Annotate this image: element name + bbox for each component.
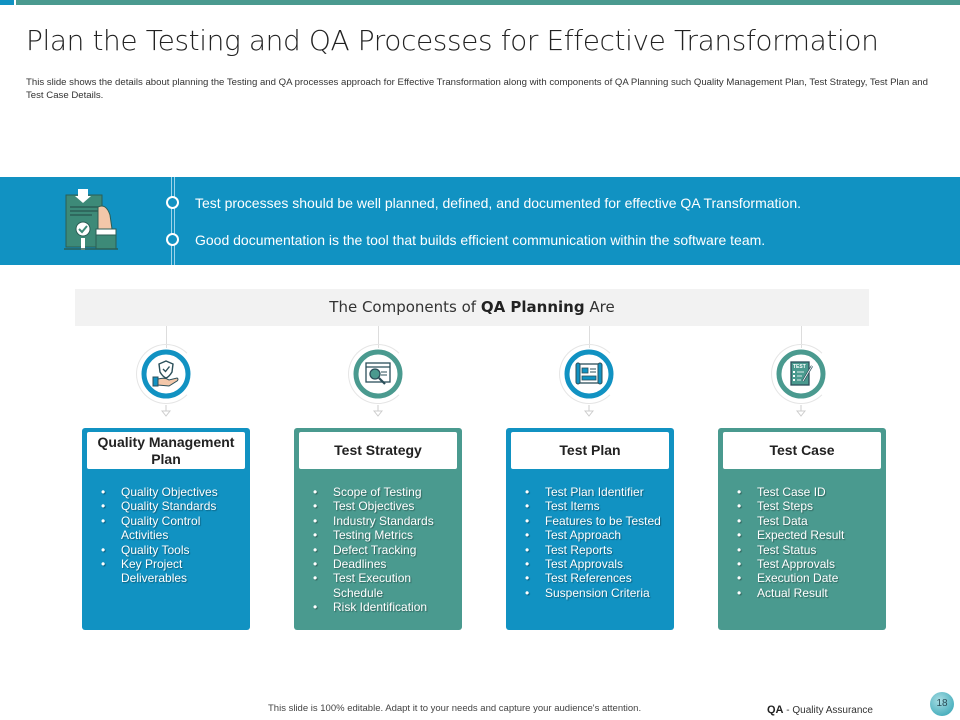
icon-halo (136, 344, 196, 404)
list-item: Actual Result (736, 586, 881, 601)
list-item: Test Case ID (736, 485, 881, 500)
connector-line (378, 326, 379, 348)
timeline-line (171, 177, 175, 265)
card-test-strategy: Test Strategy Scope of Testing Test Obje… (294, 428, 462, 630)
list-item: Test Reports (524, 543, 669, 558)
top-accent-bar (0, 0, 960, 5)
connector-line (801, 326, 802, 348)
list-item: Test Approvals (524, 557, 669, 572)
quality-management-icon-circle (141, 349, 191, 399)
list-item: Test Status (736, 543, 881, 558)
banner-point: Good documentation is the tool that buil… (195, 232, 766, 248)
card-title: Test Case (723, 432, 881, 469)
list-item: Testing Metrics (312, 528, 457, 543)
icon-halo (771, 344, 831, 404)
footer-brand: QA - Quality Assurance (767, 704, 873, 716)
page-number-badge: 18 (930, 692, 954, 716)
card-items: Scope of Testing Test Objectives Industr… (312, 485, 457, 615)
card-test-case: Test Case Test Case ID Test Steps Test D… (718, 428, 886, 630)
card-items: Test Case ID Test Steps Test Data Expect… (736, 485, 881, 601)
top-accent-bar-blue (0, 0, 14, 5)
blueprint-plan-icon (564, 349, 614, 399)
list-item: Defect Tracking (312, 543, 457, 558)
footer-brand-bold: QA (767, 704, 784, 716)
timeline-node-icon (166, 196, 179, 209)
test-checklist-pen-icon: TEST (776, 349, 826, 399)
list-item: Suspension Criteria (524, 586, 669, 601)
list-item: Quality Standards (100, 499, 245, 514)
svg-text:TEST: TEST (793, 364, 806, 370)
test-strategy-icon-circle (353, 349, 403, 399)
list-item: Test Plan Identifier (524, 485, 669, 500)
list-item: Quality Control Activities (100, 514, 245, 543)
down-arrow-icon (584, 405, 594, 417)
browser-magnifier-icon (353, 349, 403, 399)
connector-line (166, 326, 167, 348)
list-item: Test Objectives (312, 499, 457, 514)
components-header: The Components of QA Planning Are (75, 289, 869, 326)
list-item: Risk Identification (312, 600, 457, 615)
list-item: Quality Objectives (100, 485, 245, 500)
connector-line (589, 326, 590, 348)
banner-point: Test processes should be well planned, d… (195, 195, 801, 211)
list-item: Features to be Tested (524, 514, 669, 529)
down-arrow-icon (796, 405, 806, 417)
card-title: Test Plan (511, 432, 669, 469)
list-item: Test Approvals (736, 557, 881, 572)
down-arrow-icon (373, 405, 383, 417)
list-item: Expected Result (736, 528, 881, 543)
slide-subtitle: This slide shows the details about plann… (26, 77, 928, 101)
key-points-banner: Test processes should be well planned, d… (0, 177, 960, 265)
footer-brand-rest: - Quality Assurance (783, 705, 873, 716)
list-item: Test Steps (736, 499, 881, 514)
document-approval-hand-icon (64, 189, 118, 250)
list-item: Scope of Testing (312, 485, 457, 500)
list-item: Execution Date (736, 571, 881, 586)
card-quality-management-plan: Quality Management Plan Quality Objectiv… (82, 428, 250, 630)
hand-shield-check-icon (141, 349, 191, 399)
list-item: Quality Tools (100, 543, 245, 558)
card-items: Test Plan Identifier Test Items Features… (524, 485, 669, 601)
test-case-icon-circle: TEST (776, 349, 826, 399)
timeline-node-icon (166, 233, 179, 246)
card-title: Test Strategy (299, 432, 457, 469)
list-item: Deadlines (312, 557, 457, 572)
components-header-suffix: Are (584, 298, 615, 316)
icon-halo (559, 344, 619, 404)
slide-title: Plan the Testing and QA Processes for Ef… (26, 24, 879, 57)
card-test-plan: Test Plan Test Plan Identifier Test Item… (506, 428, 674, 630)
card-items: Quality Objectives Quality Standards Qua… (100, 485, 245, 586)
top-accent-gap (14, 0, 16, 5)
components-header-prefix: The Components of (329, 298, 481, 316)
down-arrow-icon (161, 405, 171, 417)
components-header-bold: QA Planning (480, 298, 585, 316)
card-title: Quality Management Plan (87, 432, 245, 469)
list-item: Industry Standards (312, 514, 457, 529)
list-item: Test Data (736, 514, 881, 529)
list-item: Test Execution Schedule (312, 571, 457, 600)
test-plan-icon-circle (564, 349, 614, 399)
icon-halo (348, 344, 408, 404)
list-item: Test Items (524, 499, 669, 514)
list-item: Key Project Deliverables (100, 557, 245, 586)
list-item: Test Approach (524, 528, 669, 543)
footer-note: This slide is 100% editable. Adapt it to… (268, 703, 642, 714)
list-item: Test References (524, 571, 669, 586)
